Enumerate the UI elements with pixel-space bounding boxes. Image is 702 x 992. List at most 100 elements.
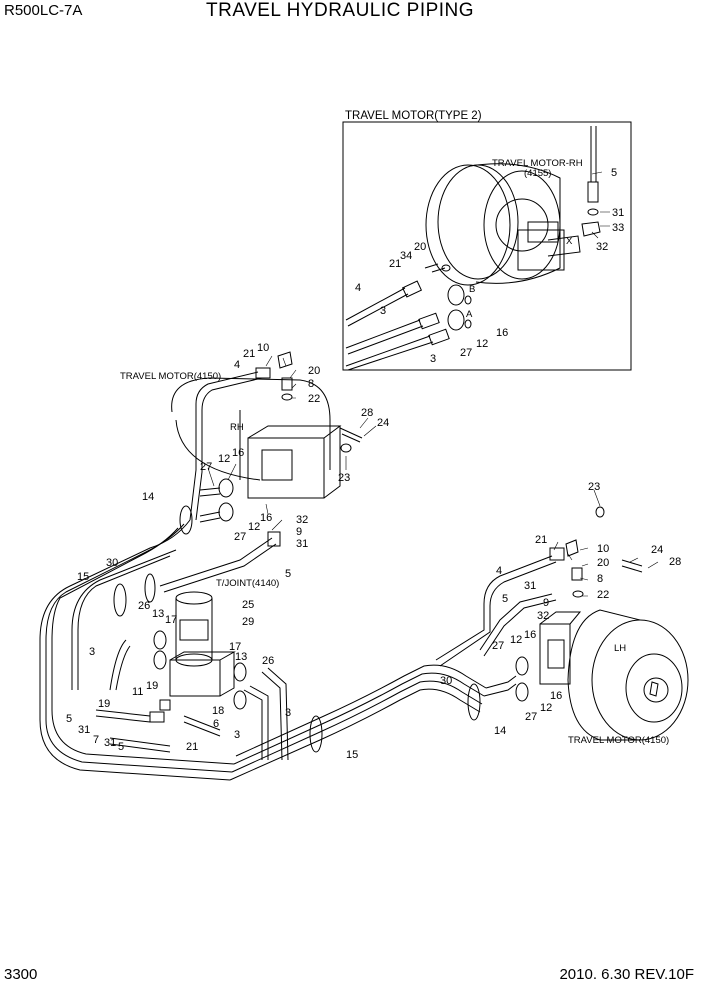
left-callout: 15 bbox=[346, 749, 358, 761]
lh-callout: 5 bbox=[502, 593, 508, 605]
rh-callout: 4 bbox=[234, 359, 240, 371]
clamp-15b bbox=[309, 715, 323, 753]
left-callout: 3 bbox=[89, 646, 95, 658]
lh-callout: 12 bbox=[510, 634, 522, 646]
hose-bundle-right bbox=[229, 664, 487, 781]
lh-callout: 9 bbox=[543, 597, 549, 609]
lh-side-label: LH bbox=[614, 643, 626, 654]
rh-callout: 23 bbox=[338, 472, 350, 484]
left-callout: 31 bbox=[78, 724, 90, 736]
inset-callout: 3 bbox=[380, 305, 386, 317]
lh-hose-5 bbox=[479, 593, 557, 657]
rh-callout: 12 bbox=[248, 521, 260, 533]
inset-motor-label: TRAVEL MOTOR-RH bbox=[492, 158, 583, 169]
tjoint-label: T/JOINT(4140) bbox=[216, 578, 279, 589]
lh-hose-4 bbox=[435, 555, 557, 667]
lh-callout: 27 bbox=[492, 640, 504, 652]
left-callout: 7 bbox=[93, 734, 99, 746]
left-callout: 19 bbox=[98, 698, 110, 710]
lh-callout: 4 bbox=[496, 565, 502, 577]
inset-callout: 34 bbox=[400, 250, 412, 262]
port-label: B bbox=[469, 284, 475, 295]
left-callout: 5 bbox=[66, 713, 72, 725]
inset-callout: 21 bbox=[389, 258, 401, 270]
rh-callout: 24 bbox=[377, 417, 389, 429]
rh-side-label: RH bbox=[230, 422, 244, 433]
lh-callout: 21 bbox=[535, 534, 547, 546]
inset-hose-4 bbox=[345, 287, 409, 327]
left-callout: 13 bbox=[235, 651, 247, 663]
rh-callout: 9 bbox=[296, 526, 302, 538]
lh-callout: 10 bbox=[597, 543, 609, 555]
rh-callout: 5 bbox=[285, 568, 291, 580]
left-callout: 5 bbox=[118, 741, 124, 753]
inset-title: TRAVEL MOTOR(TYPE 2) bbox=[345, 110, 482, 122]
rh-callout: 8 bbox=[308, 378, 314, 390]
rh-callout: 22 bbox=[308, 393, 320, 405]
rh-callout: 16 bbox=[232, 447, 244, 459]
left-callout: 26 bbox=[138, 600, 150, 612]
turning-joint bbox=[169, 591, 236, 697]
lh-callout: 28 bbox=[669, 556, 681, 568]
inset-hose-3b bbox=[345, 335, 434, 371]
inset-callout: 4 bbox=[355, 282, 361, 294]
inset-motor-code: (4155) bbox=[524, 168, 551, 179]
lh-callout: 14 bbox=[494, 725, 506, 737]
rh-callout: 32 bbox=[296, 514, 308, 526]
lh-callout: 12 bbox=[540, 702, 552, 714]
lh-callout: 27 bbox=[525, 711, 537, 723]
rh-hose-4 bbox=[189, 371, 263, 521]
lh-callout: 32 bbox=[537, 610, 549, 622]
revision-date: 2010. 6.30 REV.10F bbox=[559, 966, 694, 983]
inset-frame bbox=[342, 121, 632, 371]
lh-travel-motor bbox=[539, 609, 689, 741]
page-title: TRAVEL HYDRAULIC PIPING bbox=[206, 0, 475, 21]
lh-motor-label: TRAVEL MOTOR(4150) bbox=[568, 735, 669, 746]
lh-callout: 16 bbox=[550, 690, 562, 702]
lh-callout: 30 bbox=[440, 675, 452, 687]
lh-callout: 24 bbox=[651, 544, 663, 556]
lh-callout: 16 bbox=[524, 629, 536, 641]
lh-callout: 23 bbox=[588, 481, 600, 493]
hose-bundle-left bbox=[39, 519, 235, 781]
inset-callout: 33 bbox=[612, 222, 624, 234]
page-number: 3300 bbox=[4, 966, 38, 983]
inset-callout: 5 bbox=[611, 167, 617, 179]
inset-hose-5 bbox=[590, 126, 597, 182]
left-callout: 21 bbox=[186, 741, 198, 753]
rh-travel-motor bbox=[171, 377, 342, 499]
left-callout: 3 bbox=[234, 729, 240, 741]
lh-callout: 20 bbox=[597, 557, 609, 569]
clamp-14 bbox=[179, 505, 193, 535]
lh-callout: 22 bbox=[597, 589, 609, 601]
port-label: A bbox=[466, 309, 473, 320]
inset-callout: 27 bbox=[460, 347, 472, 359]
lh-callout: 31 bbox=[524, 580, 536, 592]
rh-callout: 12 bbox=[218, 453, 230, 465]
port-label: X bbox=[566, 236, 573, 247]
left-callout: 17 bbox=[229, 641, 241, 653]
left-callout: 15 bbox=[77, 571, 89, 583]
model-number: R500LC-7A bbox=[4, 2, 83, 19]
inset-callout: 12 bbox=[476, 338, 488, 350]
clamp-14b bbox=[467, 683, 481, 721]
left-callout: 29 bbox=[242, 616, 254, 628]
rh-callout: 27 bbox=[200, 461, 212, 473]
rh-motor-label: TRAVEL MOTOR(4150) bbox=[120, 371, 221, 382]
left-callout: 3 bbox=[285, 707, 291, 719]
left-callout: 19 bbox=[146, 680, 158, 692]
inset-callout: 3 bbox=[430, 353, 436, 365]
rh-callout: 10 bbox=[257, 342, 269, 354]
left-callout: 14 bbox=[142, 491, 154, 503]
left-callout: 30 bbox=[106, 557, 118, 569]
inset-callout: 31 bbox=[612, 207, 624, 219]
left-callout: 13 bbox=[152, 608, 164, 620]
left-callout: 17 bbox=[165, 614, 177, 626]
left-callout: 18 bbox=[212, 705, 224, 717]
rh-callout: 27 bbox=[234, 531, 246, 543]
rh-callout: 21 bbox=[243, 348, 255, 360]
rh-callout: 20 bbox=[308, 365, 320, 377]
inset-travel-motor bbox=[425, 163, 581, 286]
lh-callout: 8 bbox=[597, 573, 603, 585]
